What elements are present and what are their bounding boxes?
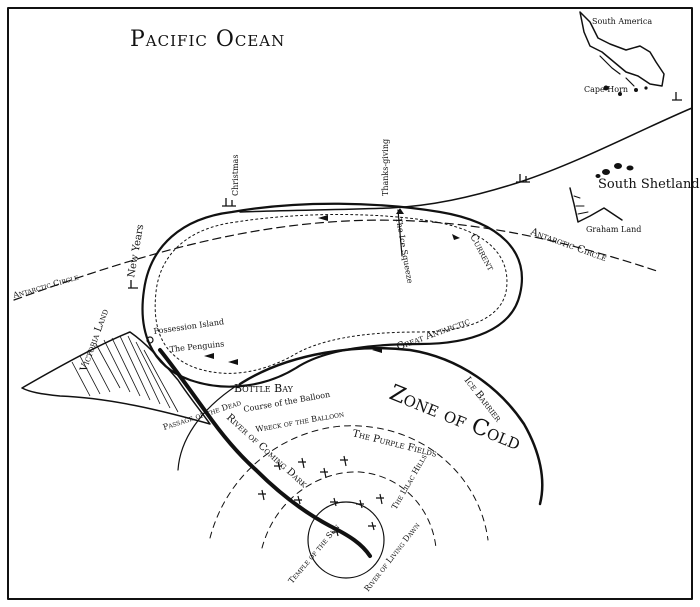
- temple-of-sun-circle: [307, 501, 385, 579]
- ship-markers: [128, 92, 682, 289]
- victoria-land-landmass: [21, 331, 211, 425]
- label-wreck-of-balloon: Wreck of the Balloon: [255, 410, 345, 434]
- label-bottle-bay: Bottle Bay: [234, 382, 294, 395]
- label-south-shetlands: South Shetlands: [598, 177, 700, 192]
- ice-squeeze-line: [396, 208, 404, 257]
- current-arrows: [204, 215, 460, 365]
- label-christmas: Christmas: [231, 155, 240, 196]
- possession-island-marker: [146, 336, 154, 344]
- label-victoria-land: Victoria Land: [78, 307, 111, 374]
- label-current-arc: Current: [467, 232, 496, 273]
- label-pacific-ocean: Pacific Ocean: [130, 27, 285, 52]
- label-lilac-hills: The Lilac Hills: [390, 453, 429, 511]
- label-great-antarctic: Great Antarctic: [395, 316, 471, 353]
- zone-of-cold-boundary: [177, 385, 237, 471]
- label-new-years: New Years: [126, 223, 146, 278]
- map-border: [7, 7, 693, 600]
- purple-field-flowers: [258, 455, 384, 537]
- ice-pack-oval: [141, 202, 523, 388]
- label-south-america: South America: [592, 17, 652, 26]
- label-thanksgiving: Thanks-giving: [381, 139, 390, 196]
- antarctic-circle-line: [13, 219, 661, 301]
- label-ice-squeeze: The Ice Squeeze: [394, 217, 415, 285]
- river-of-coming-dark: [158, 348, 372, 558]
- label-the-penguins: The Penguins: [169, 339, 224, 354]
- label-graham-land: Graham Land: [586, 225, 641, 234]
- label-cape-horn: Cape Horn: [584, 85, 628, 94]
- ice-barrier-line: [238, 346, 544, 506]
- inner-land-arcs: [209, 425, 489, 549]
- upper-coast-line: [239, 107, 693, 213]
- south-america-landmass: [579, 11, 665, 96]
- south-shetlands-islands: [595, 163, 634, 178]
- graham-land-coast: [569, 187, 623, 223]
- label-antarctic-circle-left: Antarctic Circle: [11, 273, 79, 301]
- label-possession-island: Possession Island: [153, 317, 225, 336]
